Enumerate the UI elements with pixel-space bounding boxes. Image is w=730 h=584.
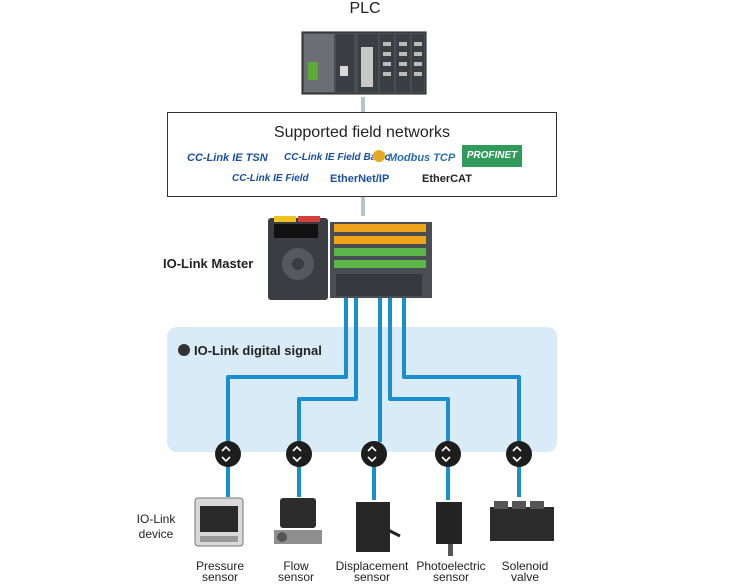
master-label: IO-Link Master — [163, 256, 254, 271]
logo-cc-link-ie-tsn: CC-Link IE TSN — [187, 152, 268, 164]
flow-sensor-icon — [274, 498, 322, 544]
plc-network-cable — [361, 97, 365, 113]
displacement-sensor-icon — [356, 502, 401, 552]
cable-flow — [297, 252, 358, 442]
logo-ethercat: EtherCAT — [422, 173, 472, 185]
logo-cc-link-ie-field: CC-Link IE Field — [232, 173, 309, 184]
signal-zone — [167, 327, 557, 452]
io-link-device-label: IO-Link device — [136, 512, 176, 541]
logo-profinet: PROFINET — [462, 145, 522, 167]
logo-modbus-tcp: Modbus TCP — [388, 152, 456, 164]
connector-pressure — [215, 441, 241, 467]
modbus-icon — [373, 150, 385, 162]
cable-solenoid — [402, 252, 521, 442]
io-link-master-hardware — [268, 216, 432, 300]
logo-cc-link-ie-field-basic: CC-Link IE Field Basic — [284, 152, 391, 163]
connector-solenoid — [506, 441, 532, 467]
connector-photoelectric — [435, 441, 461, 467]
connector-flow — [286, 441, 312, 467]
connector-displacement — [361, 441, 387, 467]
network-master-cable — [361, 196, 365, 216]
io-link-logo-icon — [178, 344, 190, 356]
photoelectric-sensor-icon — [436, 502, 462, 556]
pressure-sensor-icon — [194, 497, 244, 547]
networks-title: Supported field networks — [273, 124, 451, 141]
solenoid-valve-icon — [490, 501, 554, 541]
plc-hardware — [301, 31, 427, 95]
signal-label: IO-Link digital signal — [178, 343, 322, 358]
logo-ethernet-ip: EtherNet/IP — [330, 173, 390, 185]
cable-pressure — [226, 252, 348, 442]
plc-title: PLC — [349, 0, 381, 17]
cable-photoelectric — [388, 252, 450, 442]
